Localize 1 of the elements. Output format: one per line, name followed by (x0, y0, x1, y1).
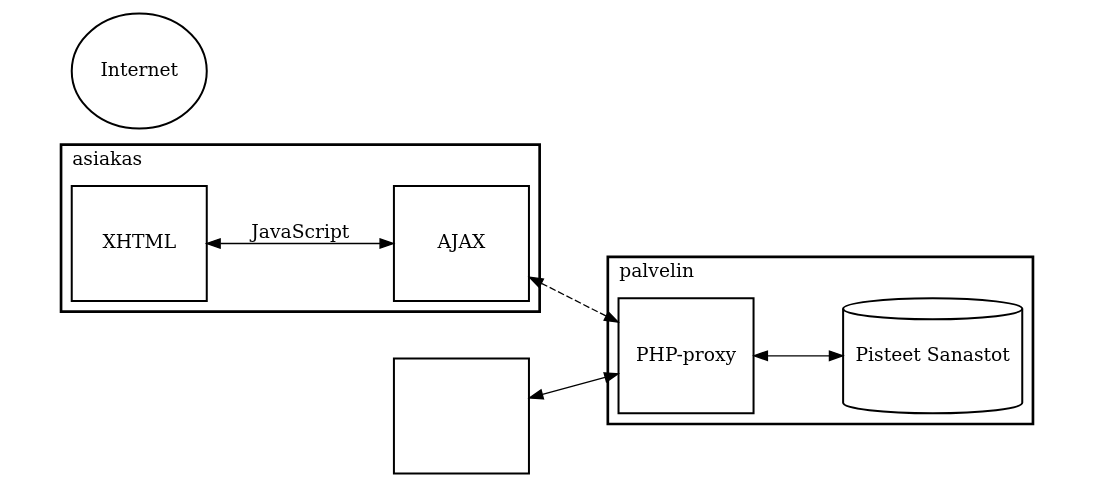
edge-label: JavaScript (251, 221, 350, 243)
